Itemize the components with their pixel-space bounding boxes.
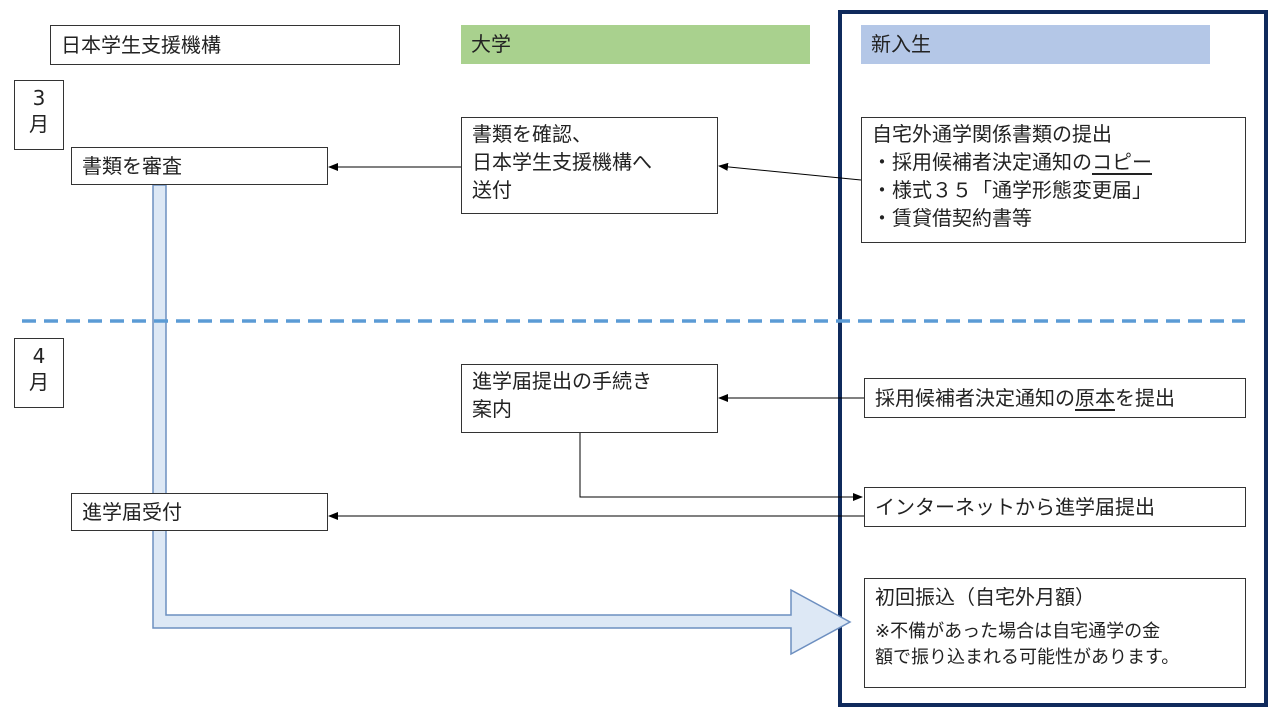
- student-internet-label: インターネットから進学届提出: [875, 495, 1155, 519]
- first-transfer-note-1: ※不備があった場合は自宅通学の金: [875, 621, 1161, 642]
- student-docs-box: 自宅外通学関係書類の提出 ・採用候補者決定通知のコピー ・様式３５「通学形態変更…: [861, 117, 1246, 243]
- student-docs-item-3: ・賃貸借契約書等: [872, 206, 1032, 230]
- month-april-number: 4: [32, 344, 46, 368]
- student-internet-box: インターネットから進学届提出: [864, 487, 1246, 527]
- univ-confirm-line-1: 書類を確認、: [472, 122, 592, 146]
- student-docs-item-1-prefix: ・採用候補者決定通知の: [872, 150, 1092, 174]
- student-original-underlined: 原本: [1075, 386, 1115, 410]
- student-docs-item-1: ・採用候補者決定通知のコピー: [872, 148, 1235, 176]
- header-university-label: 大学: [471, 32, 511, 56]
- student-docs-item-2: ・様式３５「通学形態変更届」: [872, 178, 1152, 202]
- first-transfer-box: 初回振込（自宅外月額） ※不備があった場合は自宅通学の金 額で振り込まれる可能性…: [864, 578, 1246, 688]
- student-original-box: 採用候補者決定通知の原本を提出: [864, 378, 1246, 418]
- jasso-review-box: 書類を審査: [71, 147, 328, 185]
- jasso-review-label: 書類を審査: [82, 154, 182, 178]
- month-april: 4 月: [14, 338, 64, 408]
- month-march-unit: 月: [29, 112, 49, 136]
- univ-confirm-line-3: 送付: [472, 178, 512, 202]
- first-transfer-title: 初回振込（自宅外月額）: [875, 585, 1095, 609]
- univ-confirm-box: 書類を確認、 日本学生支援機構へ 送付: [461, 117, 718, 214]
- jasso-accept-box: 進学届受付: [71, 493, 328, 531]
- univ-guide-box: 進学届提出の手続き 案内: [461, 364, 718, 433]
- month-march-number: 3: [32, 86, 46, 110]
- student-docs-title: 自宅外通学関係書類の提出: [872, 122, 1112, 146]
- univ-guide-line-1: 進学届提出の手続き: [472, 369, 652, 393]
- student-original-suffix: を提出: [1115, 386, 1175, 410]
- univ-guide-line-2: 案内: [472, 397, 512, 421]
- month-april-unit: 月: [29, 370, 49, 394]
- student-docs-item-1-underlined: コピー: [1092, 150, 1152, 174]
- univ-confirm-line-2: 日本学生支援機構へ: [472, 150, 652, 174]
- header-student: 新入生: [861, 25, 1210, 64]
- header-university: 大学: [461, 25, 810, 64]
- student-original-label: 採用候補者決定通知の原本を提出: [875, 381, 1235, 415]
- header-jasso: 日本学生支援機構: [50, 25, 400, 65]
- header-student-label: 新入生: [871, 32, 931, 56]
- arrow-guide-to-internet: [579, 432, 863, 501]
- first-transfer-note-2: 額で振り込まれる可能性があります。: [875, 647, 1180, 668]
- jasso-accept-label: 進学届受付: [82, 500, 182, 524]
- month-march: 3 月: [14, 80, 64, 150]
- header-jasso-label: 日本学生支援機構: [61, 33, 221, 57]
- student-original-prefix: 採用候補者決定通知の: [875, 386, 1075, 410]
